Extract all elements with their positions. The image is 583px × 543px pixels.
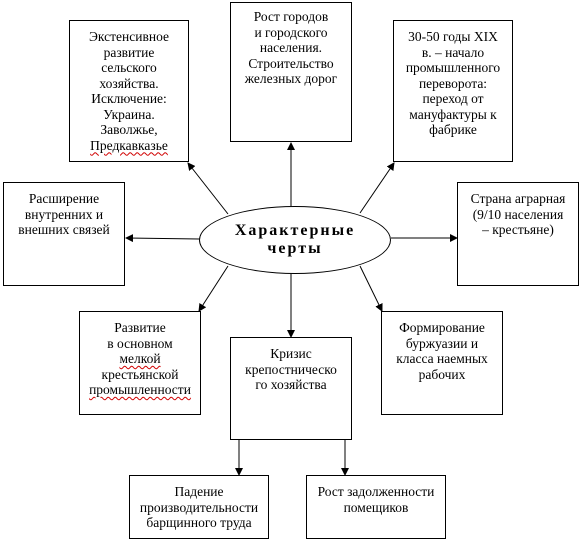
box-line: Экстенсивное xyxy=(89,29,169,44)
box-line: промышленного xyxy=(405,60,501,75)
box-line: развитие xyxy=(103,44,155,60)
box-line: хозяйства. xyxy=(99,75,159,91)
box-line: мелкой xyxy=(119,351,161,366)
box-city-growth: Рост городов и городского населения. Стр… xyxy=(230,2,352,142)
box-line: Предкавказье xyxy=(90,137,168,153)
box-line: железных дорог xyxy=(244,71,338,86)
box-line: го хозяйства xyxy=(255,377,327,392)
box-line: внешних связей xyxy=(18,222,110,237)
box-line: Страна аграрная xyxy=(470,191,566,206)
arrow-to-industry xyxy=(198,265,229,312)
box-line: Расширение xyxy=(28,191,100,206)
box-serfdom-crisis: Кризис крепостническо го хозяйства xyxy=(230,337,352,440)
box-line: Исключение: xyxy=(91,91,167,106)
box-line: рабочих xyxy=(418,366,466,382)
box-line: класса наемных xyxy=(396,351,488,366)
box-line: крестьянской xyxy=(101,366,179,382)
box-line: Падение xyxy=(174,484,224,499)
box-line: в. – начало xyxy=(421,44,485,60)
box-line: населения. xyxy=(259,40,323,55)
box-line: 30-50 годы XIX xyxy=(408,29,498,44)
arrow-to-bourgeoisie xyxy=(359,265,383,312)
box-extensive-agriculture: Экстенсивное развитие сельского хозяйств… xyxy=(69,20,189,162)
box-line: Строительство xyxy=(248,55,334,71)
box-line: фабрике xyxy=(429,122,477,137)
box-line: – крестьяне) xyxy=(482,222,554,237)
box-line: Рост городов xyxy=(253,9,329,24)
center-line: черты xyxy=(267,240,323,257)
box-line: Украина. xyxy=(103,106,155,122)
box-line: барщинного труда xyxy=(146,515,252,530)
box-line: переворота: xyxy=(418,75,488,91)
box-line: переход от xyxy=(422,91,484,106)
box-line: Развитие xyxy=(114,320,166,335)
box-line: промышленности xyxy=(89,382,191,397)
arrow-to-revolution xyxy=(359,162,395,214)
center-line: Характерные xyxy=(234,222,356,239)
box-line: (9/10 населения xyxy=(472,206,564,222)
arrow-to-extensive xyxy=(187,162,229,215)
box-line: и городского xyxy=(254,24,328,40)
box-line: помещиков xyxy=(343,499,409,515)
central-ellipse-characteristic-features: Характерные черты xyxy=(199,206,391,274)
box-small-peasant-industry: Развитие в основном мелкой крестьянской … xyxy=(79,311,201,415)
box-line: буржуазии и xyxy=(405,335,479,351)
box-line: мануфактуры к xyxy=(409,106,497,122)
box-line: Формирование xyxy=(399,320,485,335)
arrow-to-ties xyxy=(125,234,200,243)
box-agrarian-country: Страна аграрная (9/10 населения – кресть… xyxy=(457,182,579,286)
box-line: Кризис xyxy=(270,346,312,361)
box-line: Заволжье, xyxy=(100,122,158,137)
box-line: внутренних и xyxy=(24,206,104,222)
box-line: Рост задолженности xyxy=(317,484,435,499)
box-landowner-debt: Рост задолженности помещиков xyxy=(306,475,446,539)
box-productivity-decline: Падение производительности барщинного тр… xyxy=(129,475,269,539)
box-industrial-revolution: 30-50 годы XIX в. – начало промышленного… xyxy=(393,20,513,162)
box-line: крепостническо xyxy=(245,361,337,377)
box-line: производительности xyxy=(139,499,259,515)
box-expanding-ties: Расширение внутренних и внешних связей xyxy=(3,182,125,286)
box-line: сельского xyxy=(101,60,157,75)
box-bourgeoisie-formation: Формирование буржуазии и класса наемных … xyxy=(381,311,503,415)
box-line: в основном xyxy=(107,335,173,351)
